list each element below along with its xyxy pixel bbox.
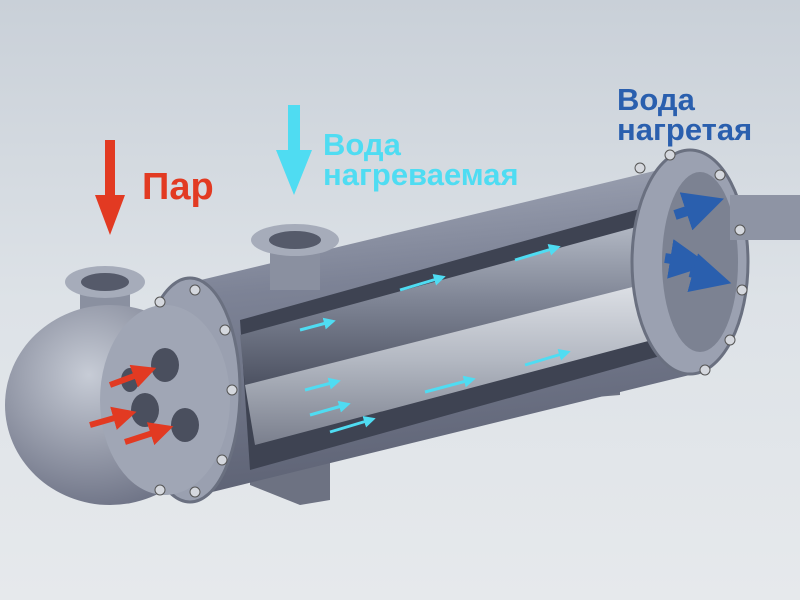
hot-water-outlet-arrows [664,192,732,293]
tube-upper [240,215,685,385]
water-outlet-label-line2: нагретая [617,112,753,147]
tube-sheet [100,305,230,495]
water-outlet-label: Вода нагретая [617,82,753,147]
water-flow-arrows [299,243,571,434]
steam-flow-arrows [89,364,174,446]
tube-lower [245,275,690,445]
water-inlet-label: Вода нагреваемая [323,127,519,192]
water-down-arrow-icon [276,105,312,195]
steam-down-arrow-icon [95,140,125,235]
flange-bolts [154,149,748,498]
nozzle-water-inlet [251,224,339,290]
water-inlet-label-line1: Вода [323,127,401,162]
water-inlet-label-line2: нагреваемая [323,157,519,192]
water-outlet-label-line1: Вода [617,82,695,117]
tube-holes [121,348,199,442]
steam-label: Пар [142,166,214,208]
